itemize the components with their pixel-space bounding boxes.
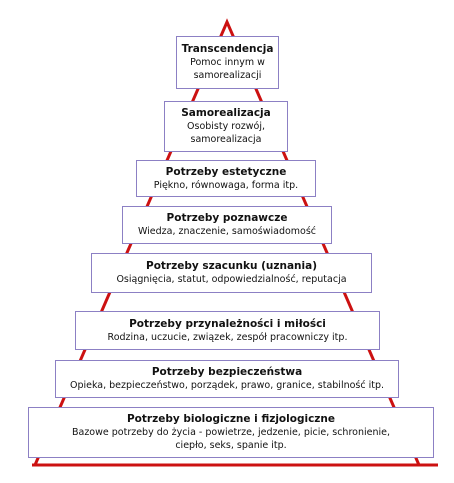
level-description-line: Piękno, równowaga, forma itp.	[153, 179, 299, 191]
level-transcendence: Transcendencja Pomoc innym w samorealiza…	[176, 36, 279, 89]
level-description-line: samorealizacja	[190, 134, 262, 145]
level-title: Potrzeby biologiczne i fizjologiczne	[126, 413, 336, 425]
level-cognitive-needs: Potrzeby poznawcze Wiedza, znaczenie, sa…	[122, 206, 332, 244]
level-title: Potrzeby przynależności i miłości	[129, 317, 326, 330]
level-belonging-needs: Potrzeby przynależności i miłości Rodzin…	[75, 311, 380, 350]
level-description-line: Rodzina, uczucie, związek, zespół pracow…	[107, 331, 348, 343]
level-description-line: Osiągnięcia, statut, odpowiedzialność, r…	[116, 274, 347, 285]
level-description-line: samorealizacji	[193, 70, 262, 81]
level-description-line: Opieka, bezpieczeństwo, porządek, prawo,…	[69, 380, 385, 391]
level-description-line: ciepło, seks, spanie itp.	[175, 440, 287, 451]
level-description-line: Pomoc innym w	[190, 57, 265, 68]
level-title: Potrzeby estetyczne	[165, 165, 287, 178]
level-safety-needs: Potrzeby bezpieczeństwa Opieka, bezpiecz…	[55, 360, 399, 398]
level-physiological-needs: Potrzeby biologiczne i fizjologiczne Baz…	[28, 407, 434, 458]
level-esteem-needs: Potrzeby szacunku (uznania) Osiągnięcia,…	[91, 253, 372, 293]
level-description-line: Osobisty rozwój,	[187, 121, 265, 132]
level-title: Potrzeby poznawcze	[166, 212, 288, 224]
level-title: Transcendencja	[181, 43, 274, 55]
level-aesthetic-needs: Potrzeby estetyczne Piękno, równowaga, f…	[136, 160, 316, 197]
level-title: Potrzeby szacunku (uznania)	[146, 260, 317, 272]
level-description-line: Wiedza, znaczenie, samoświadomość	[137, 226, 317, 237]
level-title: Potrzeby bezpieczeństwa	[151, 366, 303, 378]
level-description-line: Bazowe potrzeby do życia - powietrze, je…	[71, 427, 390, 438]
level-self-actualization: Samorealizacja Osobisty rozwój, samoreal…	[164, 101, 288, 152]
level-title: Samorealizacja	[181, 107, 271, 119]
